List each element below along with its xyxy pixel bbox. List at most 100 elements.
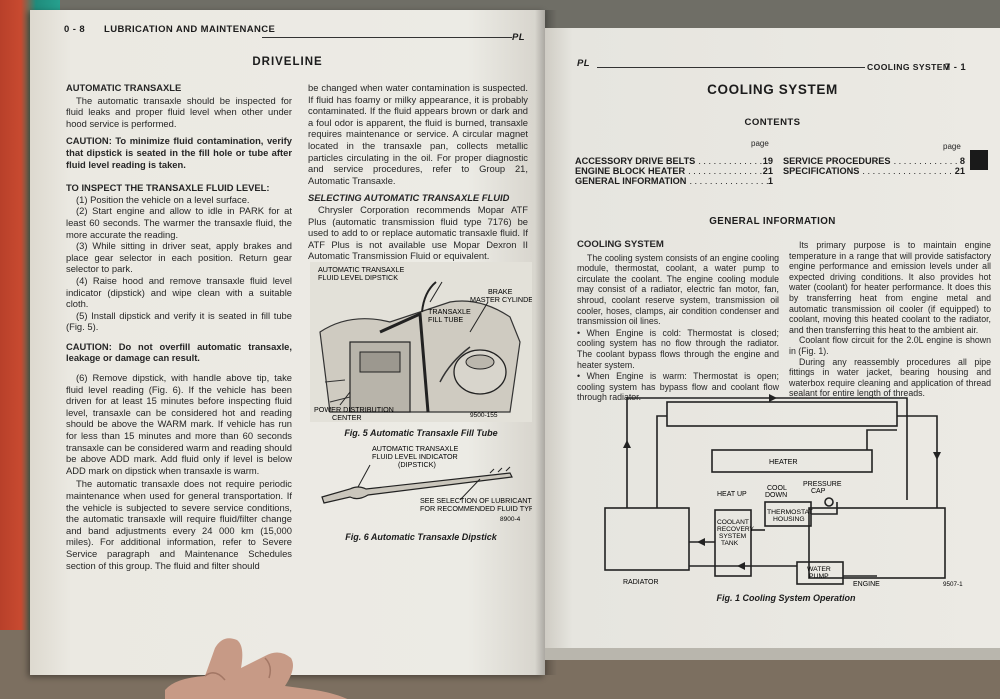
step-6: (6) Remove dipstick, with handle above t… — [66, 372, 292, 476]
left-header-code: PL — [512, 32, 525, 43]
fig6-label-see-2: FOR RECOMMENDED FLUID TYPE — [420, 504, 532, 513]
fig1-label-pressure: PRESSURE — [803, 481, 842, 488]
fig1-label-cap: CAP — [811, 488, 826, 495]
subheading-cooling-system: COOLING SYSTEM — [577, 239, 664, 250]
fig1-label-thermostat: THERMOSTAT — [767, 509, 813, 516]
paragraph: During any reassembly procedures all pip… — [789, 356, 991, 399]
toc-entry: SPECIFICATIONS . . . . . . . . . . . . .… — [783, 166, 965, 176]
figure-6-dipstick-illustration: AUTOMATIC TRANSAXLE FLUID LEVEL INDICATO… — [321, 445, 532, 523]
fig6-code: 8900-4 — [500, 516, 521, 523]
fig5-label-brake-2: MASTER CYLINDER — [470, 295, 532, 304]
toc-leader-dots: . . . . . . . . . . . . . . . . . . . . … — [698, 156, 763, 166]
toc-entry-page: 8 — [959, 156, 965, 166]
chapter-index-tab — [970, 150, 988, 170]
step-4: (4) Raise hood and remove transaxle flui… — [66, 274, 292, 310]
fig5-caption: Fig. 5 Automatic Transaxle Fill Tube — [344, 428, 498, 438]
toc-entry-page: 21 — [954, 166, 965, 176]
step-3: (3) While sitting in driver seat, apply … — [66, 240, 292, 275]
right-column-1: COOLING SYSTEM The cooling system consis… — [577, 239, 779, 403]
subheading-inspect: TO INSPECT THE TRANSAXLE FLUID LEVEL: — [66, 182, 270, 194]
toc-entry: ACCESSORY DRIVE BELTS . . . . . . . . . … — [575, 156, 773, 166]
caution-note: CAUTION: Do not overfill automatic trans… — [66, 340, 292, 364]
fig5-label-tube-2: FILL TUBE — [428, 315, 463, 324]
fig5-label-brake: BRAKE — [488, 287, 513, 296]
fig5-label-tube: TRANSAXLE — [428, 307, 471, 316]
left-page: 0 - 8 LUBRICATION AND MAINTENANCE PL DRI… — [30, 10, 545, 675]
left-header-page-number: 0 - 8 — [64, 24, 86, 35]
fig1-label-housing: HOUSING — [773, 516, 805, 523]
fig1-label-water: WATER — [807, 566, 831, 573]
toc-entry-label: ACCESSORY DRIVE BELTS — [575, 156, 696, 166]
paragraph: Chrysler Corporation recommends Mopar AT… — [308, 203, 528, 262]
fig6-label-indicator-3: (DIPSTICK) — [398, 460, 436, 469]
fig6-caption: Fig. 6 Automatic Transaxle Dipstick — [345, 532, 497, 542]
paragraph: The cooling system consists of an engine… — [577, 252, 779, 327]
toc-entry: ENGINE BLOCK HEATER . . . . . . . . . . … — [575, 166, 773, 176]
paragraph: Coolant flow circuit for the 2.0L engine… — [789, 335, 991, 356]
toc-page-label: page — [943, 142, 961, 151]
step-2: (2) Start engine and allow to idle in PA… — [66, 205, 292, 240]
bullet-cold: • When Engine is cold: Thermostat is clo… — [577, 327, 779, 370]
toc-entry-page: 21 — [762, 166, 773, 176]
subheading-selecting-fluid: SELECTING AUTOMATIC TRANSAXLE FLUID — [308, 192, 510, 204]
step-1: (1) Position the vehicle on a level surf… — [76, 193, 250, 205]
caution-note: CAUTION: To minimize fluid contamination… — [66, 135, 292, 170]
paragraph: be changed when water contamination is s… — [308, 82, 528, 186]
section-title-driveline: DRIVELINE — [252, 56, 323, 68]
toc-entry: GENERAL INFORMATION . . . . . . . . . . … — [575, 176, 773, 186]
toc-entry-label: SPECIFICATIONS — [783, 166, 860, 176]
right-header-page-number: 7 - 1 — [945, 62, 967, 73]
toc-leader-dots: . . . . . . . . . . . . . . . . . . . . … — [862, 166, 954, 176]
figure-5-fill-tube-illustration: AUTOMATIC TRANSAXLE FLUID LEVEL DIPSTICK… — [310, 262, 532, 422]
fig6-label-indicator-2: FLUID LEVEL INDICATOR — [372, 452, 458, 461]
left-column-2: be changed when water contamination is s… — [308, 82, 528, 262]
contents-heading: CONTENTS — [744, 117, 801, 128]
left-header-title: LUBRICATION AND MAINTENANCE — [104, 24, 276, 35]
fig1-label-pump: PUMP — [809, 573, 829, 580]
toc-entry-label: SERVICE PROCEDURES — [783, 156, 891, 166]
fig6-label-see: SEE SELECTION OF LUBRICANT — [420, 496, 532, 505]
fig1-label-tank: TANK — [721, 540, 739, 547]
left-header-rule — [262, 37, 512, 38]
toc-entry-label: GENERAL INFORMATION — [575, 176, 687, 186]
toc-entry-page: 19 — [762, 156, 773, 166]
right-column-2: Its primary purpose is to maintain engin… — [789, 240, 991, 399]
subheading-automatic-transaxle: AUTOMATIC TRANSAXLE — [66, 82, 182, 93]
fig5-label-pdc-2: CENTER — [332, 413, 362, 422]
left-column-1: AUTOMATIC TRANSAXLE The automatic transa… — [66, 82, 292, 571]
fig5-code: 9500-155 — [470, 412, 498, 419]
bullet-warm: • When Engine is warm: Thermostat is ope… — [577, 371, 779, 403]
fig5-label-dipstick: AUTOMATIC TRANSAXLE — [318, 265, 404, 274]
fig1-label-down: DOWN — [765, 492, 787, 499]
toc-leader-dots: . . . . . . . . . . . . . . . . . . . . … — [893, 156, 960, 166]
fig1-label-system: SYSTEM — [719, 533, 746, 540]
toc-entry-page: 1 — [767, 176, 773, 186]
fig1-code: 9507-1 — [943, 581, 963, 588]
hand-holding-book — [165, 638, 348, 699]
paragraph: The automatic transaxle does not require… — [66, 478, 292, 571]
fig1-label-engine: ENGINE — [853, 581, 880, 588]
toc-leader-dots: . . . . . . . . . . . . . . . . . . . . … — [689, 176, 767, 186]
page-edge-strip — [545, 648, 1000, 660]
right-header-title: COOLING SYSTEM — [867, 62, 951, 72]
fig1-label-radiator: RADIATOR — [623, 579, 659, 586]
toc-entry: SERVICE PROCEDURES . . . . . . . . . . .… — [783, 156, 965, 166]
fig1-label-heat-up: HEAT UP — [717, 491, 747, 498]
fig5-label-pdc: POWER DISTRIBUTION — [314, 405, 394, 414]
paragraph: Its primary purpose is to maintain engin… — [789, 240, 991, 335]
general-information-heading: GENERAL INFORMATION — [709, 216, 836, 227]
chapter-title: COOLING SYSTEM — [707, 82, 838, 97]
step-5: (5) Install dipstick and verify it is se… — [66, 309, 292, 333]
fig1-label-recovery: RECOVERY — [717, 526, 754, 533]
fig6-label-indicator: AUTOMATIC TRANSAXLE — [372, 445, 458, 453]
fig1-caption: Fig. 1 Cooling System Operation — [716, 593, 856, 603]
right-header-code: PL — [577, 58, 590, 69]
toc-page-label: page — [751, 139, 769, 148]
right-page: PL COOLING SYSTEM 7 - 1 COOLING SYSTEM C… — [545, 28, 1000, 648]
fig1-label-heater: HEATER — [769, 457, 798, 466]
fig1-label-cool: COOL — [767, 485, 787, 492]
figure-1-cooling-diagram: HEATER HEAT UP COOL DOWN PRESSURE CAP TH… — [604, 394, 963, 588]
fig5-label-dipstick-2: FLUID LEVEL DIPSTICK — [318, 273, 398, 282]
right-header-rule — [597, 67, 865, 68]
fig1-label-coolant: COOLANT — [717, 519, 749, 526]
